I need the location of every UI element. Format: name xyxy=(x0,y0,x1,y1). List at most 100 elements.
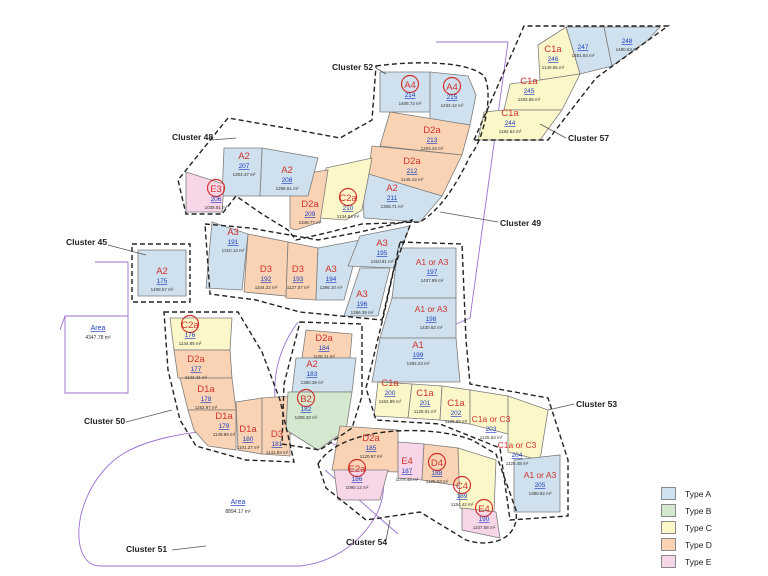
lot-code: C1a xyxy=(520,76,538,87)
lot-number: 197 xyxy=(427,269,438,276)
lot-number: 199 xyxy=(413,352,424,359)
legend-label: Type E xyxy=(685,556,712,567)
lot-code: D2a xyxy=(362,433,380,444)
lot-code: C1a xyxy=(416,388,434,399)
lot-code: A3 xyxy=(356,289,368,300)
lot-parcel xyxy=(429,71,477,126)
lot-area: 1152.97 m² xyxy=(195,405,218,410)
lot-area: 1145.13 m² xyxy=(401,177,424,182)
legend-swatch xyxy=(661,487,676,500)
lot-number: 190 xyxy=(479,516,490,523)
legend-swatch xyxy=(661,504,676,517)
lot-highlight-circle xyxy=(180,314,200,334)
lot-parcel xyxy=(461,507,501,539)
boundary-line xyxy=(64,315,129,394)
lot-parcel xyxy=(187,409,237,451)
lot-parcel xyxy=(285,391,353,451)
lot-parcel xyxy=(507,395,549,461)
lot-number: 207 xyxy=(239,163,250,170)
boundary-line xyxy=(95,261,129,316)
cluster-label: Cluster 53 xyxy=(576,399,617,409)
lot-highlight-circle xyxy=(400,74,420,94)
cluster-label: Cluster 57 xyxy=(568,133,609,143)
lot-number: 183 xyxy=(307,371,318,378)
lot-number: 203 xyxy=(486,426,497,433)
lot-area: 1125.63 m² xyxy=(480,435,503,440)
cluster-leader xyxy=(375,67,387,75)
lot-highlight-circle xyxy=(347,458,367,478)
lot-area: 1434.12 m² xyxy=(441,103,464,108)
lot-area: 1107.58 m² xyxy=(473,525,496,530)
lot-number: 187 xyxy=(402,468,413,475)
lot-number: 182 xyxy=(301,406,312,413)
lot-code: A2 xyxy=(386,183,398,194)
legend-label: Type D xyxy=(685,539,712,550)
lot-parcel xyxy=(221,147,263,197)
lot-area: 1038.81 m² xyxy=(205,205,228,210)
lot-parcel xyxy=(343,267,391,317)
lot-number: 185 xyxy=(366,445,377,452)
legend-item-type-c: Type C xyxy=(661,519,753,536)
lot-code: D2a xyxy=(301,199,319,210)
lot-code: D3 xyxy=(260,264,272,275)
lot-area: 1296.51 m² xyxy=(276,186,299,191)
lot-highlight-circle xyxy=(442,76,462,96)
lot-number: 181 xyxy=(272,441,283,448)
lot-area: 1128.11 m² xyxy=(313,354,336,359)
cluster-leader xyxy=(125,409,173,423)
lot-area: 1348.77 m² xyxy=(299,220,322,225)
lot-area: 1392.23 m² xyxy=(407,361,430,366)
lot-parcel xyxy=(205,221,249,291)
legend-label: Type A xyxy=(685,488,711,499)
lot-number: 212 xyxy=(407,168,418,175)
lot-area: 1141.83 m² xyxy=(266,450,289,455)
lot-number: 179 xyxy=(219,423,230,430)
area-title: Area xyxy=(91,325,106,332)
lot-parcel xyxy=(371,337,461,383)
lot-area: 1304.47 m² xyxy=(233,172,256,177)
lot-highlight-circle xyxy=(474,498,494,518)
lot-number: 246 xyxy=(548,56,559,63)
boundary-line xyxy=(59,315,66,331)
cluster-leader xyxy=(107,244,147,256)
cluster-label: Cluster 54 xyxy=(346,537,387,547)
lot-parcel xyxy=(477,109,563,141)
lot-code: D2a xyxy=(187,354,205,365)
lot-number: 247 xyxy=(578,44,589,51)
cluster-leader xyxy=(439,211,499,223)
lot-area: 1480.63 m² xyxy=(616,47,639,52)
cluster-label: Cluster 49 xyxy=(500,218,541,228)
lot-area: 1134.84 m² xyxy=(337,214,360,219)
lot-number: 193 xyxy=(293,276,304,283)
legend-item-type-a: Type A xyxy=(661,485,753,502)
lot-number: 213 xyxy=(427,137,438,144)
legend-swatch xyxy=(661,538,676,551)
legend: Type A Type B Type C Type D Type E xyxy=(661,485,753,570)
lot-area: 1125.69 m² xyxy=(445,419,468,424)
cluster-outline xyxy=(204,219,414,321)
lot-number: 195 xyxy=(377,250,388,257)
lot-number: 200 xyxy=(385,390,396,397)
lot-area: 1193.58 m² xyxy=(518,97,541,102)
lot-area: 1380.82 m² xyxy=(529,491,552,496)
cluster-leader xyxy=(171,545,207,551)
lot-area: 1140.55 m² xyxy=(542,65,565,70)
cluster-outline xyxy=(317,429,517,544)
